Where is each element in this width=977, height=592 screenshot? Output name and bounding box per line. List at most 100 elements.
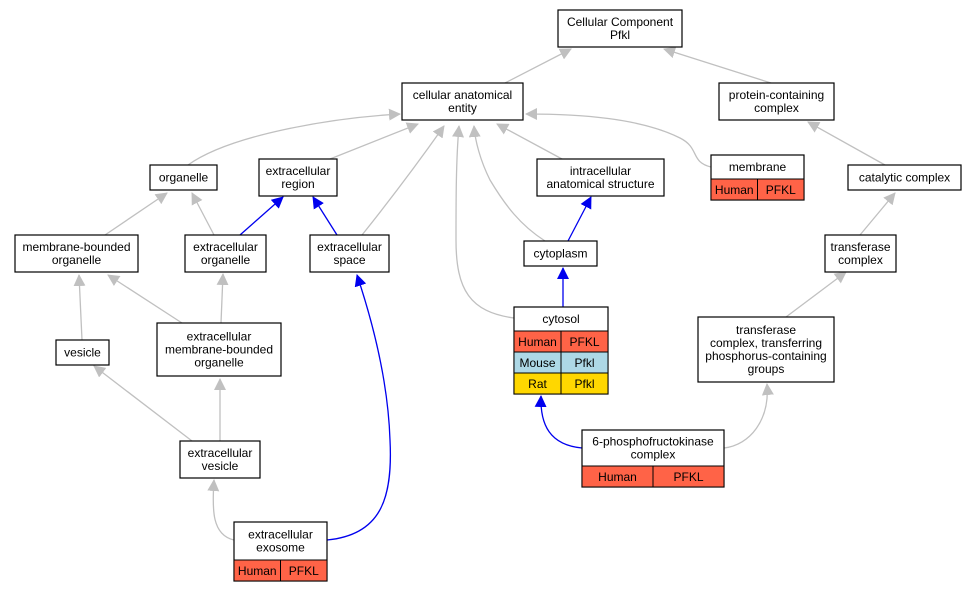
node-box [523,240,598,267]
edge-transferase-complex-phosphorus-to-transferase-complex [785,271,847,318]
edge-cytoplasm-to-intracellular-anatomical-structure [567,196,592,242]
gene-label: Pfkl [574,377,594,391]
node-label: membrane-bounded [165,343,273,357]
gene-label: Pfkl [574,356,594,370]
edge-extracellular-organelle-to-extracellular-region [239,196,284,236]
edge-vesicle-to-membrane-bounded-organelle [73,274,86,341]
edge-cytoplasm-to-cellular-anatomical-entity [468,125,546,242]
edge-extracellular-region-to-cellular-anatomical-entity [329,122,419,160]
edge-intracellular-anatomical-structure-to-cellular-anatomical-entity [496,123,563,160]
edge-catalytic-complex-to-protein-containing-complex [807,121,886,166]
edge-cytosol-to-cellular-anatomical-entity [452,125,515,319]
node-label: organelle [52,253,102,267]
node-box [401,82,524,121]
node-box [14,234,139,273]
node-label: cytoplasm [533,247,587,261]
edge-extracellular-membrane-bounded-organelle-to-membrane-bounded-organelle [107,274,183,324]
species-label: Rat [528,377,547,391]
node-catalytic-complex[interactable]: catalytic complex [847,164,962,191]
node-label: extracellular [193,240,258,254]
node-label: vesicle [202,459,239,473]
edge-extracellular-vesicle-to-vesicle [93,365,193,442]
node-label: space [333,253,365,267]
species-label: Mouse [519,356,555,370]
node-label: complex, transferring [710,336,822,350]
node-box [258,158,338,197]
gene-label: PFKL [766,183,796,197]
node-label: Pfkl [610,28,630,42]
edges-layer [73,46,896,541]
node-label: region [281,177,314,191]
edge-organelle-to-cellular-anatomical-entity [187,108,401,166]
edge-membrane-to-cellular-anatomical-entity [525,108,712,168]
node-label: organelle [159,171,209,185]
node-organelle[interactable]: organelle [149,164,218,191]
edge-transferase-complex-to-catalytic-complex [859,192,896,236]
node-label: extracellular [248,528,313,542]
edge-extracellular-space-to-extracellular-region [312,196,338,236]
node-label: complex [754,101,799,115]
node-label: extracellular [266,164,331,178]
gene-cell [652,465,725,488]
node-label: Cellular Component [567,15,674,29]
gene-label: PFKL [289,564,319,578]
node-cytoplasm[interactable]: cytoplasm [523,240,598,267]
node-box [309,234,390,273]
edge-protein-containing-complex-to-root [663,46,772,84]
gene-label: PFKL [569,335,599,349]
gene-cell [560,372,609,395]
node-vesicle[interactable]: vesicle [55,339,110,366]
edge-extracellular-exosome-to-extracellular-vesicle [207,479,235,541]
species-label: Human [238,564,277,578]
gene-cell [280,559,328,582]
node-label: organelle [201,253,251,267]
node-label: organelle [194,356,244,370]
gene-label: PFKL [673,470,703,484]
edge-membrane-bounded-organelle-to-organelle [104,192,168,236]
node-box [149,164,218,191]
node-box [184,234,267,273]
node-box [179,440,261,479]
node-box [718,82,835,121]
node-label: extracellular [188,446,253,460]
edge-extracellular-membrane-bounded-organelle-to-extracellular-organelle [216,273,229,324]
node-label: transferase [736,323,796,337]
node-label: complex [631,448,676,462]
edge-cellular-anatomical-entity-to-root [504,48,572,84]
node-label: membrane [729,160,787,174]
node-box [557,9,683,48]
node-label: intracellular [570,164,631,178]
node-label: cellular anatomical [413,88,512,102]
node-label: anatomical structure [546,177,654,191]
node-label: cytosol [542,312,579,326]
node-box [847,164,962,191]
gene-cell [757,178,805,201]
node-label: protein-containing [729,88,824,102]
node-box [156,322,282,377]
node-box [536,158,665,197]
edge-extracellular-exosome-to-extracellular-space [326,274,392,541]
edge-phosphofructokinase-complex-to-transferase-complex-phosphorus [723,383,774,449]
species-label: Human [598,470,637,484]
species-label: Human [715,183,754,197]
node-label: groups [748,362,785,376]
node-box [55,339,110,366]
node-label: 6-phosphofructokinase [592,435,714,449]
